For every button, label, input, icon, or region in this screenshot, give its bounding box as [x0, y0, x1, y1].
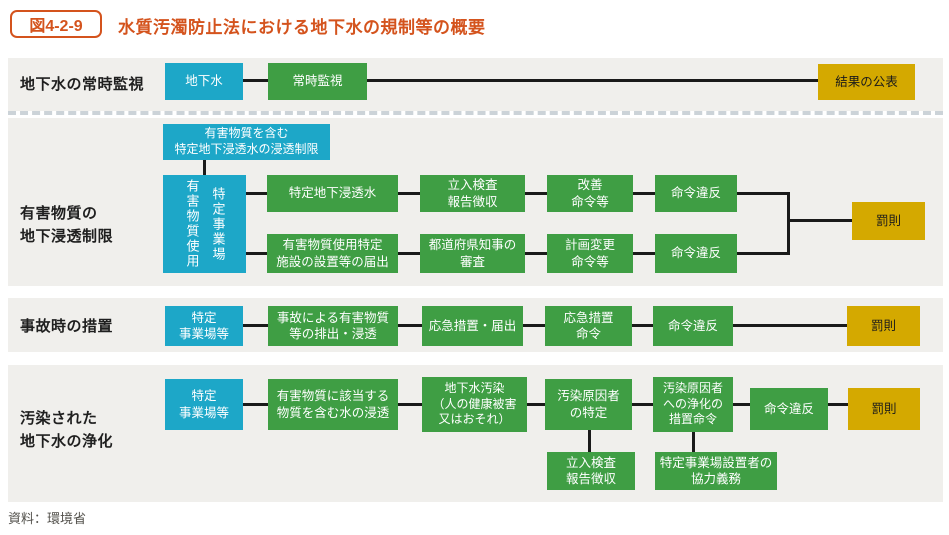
figure-title: 水質汚濁防止法における地下水の規制等の概要	[118, 18, 486, 37]
connector-line-vertical	[203, 160, 206, 175]
box-onsite-inspection-purification: 立入検査 報告徴収	[547, 452, 635, 490]
box-penalty-accident: 罰則	[847, 306, 920, 346]
box-purification-order: 汚染原因者 への浄化の 措置命令	[653, 377, 733, 432]
box-harmful-substance-facility: 有害物質使用 特定事業場	[163, 175, 246, 273]
connector-line	[737, 192, 790, 195]
connector-line	[733, 324, 847, 327]
box-accident-discharge: 事故による有害物質 等の排出・浸透	[268, 306, 398, 346]
box-governor-review: 都道府県知事の 審査	[420, 234, 525, 273]
section-band-monitoring	[8, 58, 943, 111]
box-plan-change-order: 計画変更 命令等	[547, 234, 633, 273]
connector-line	[737, 252, 790, 255]
connector-line	[398, 403, 422, 406]
connector-line	[632, 403, 653, 406]
connector-line-vertical	[588, 430, 591, 452]
figure-number-badge: 図4-2-9	[10, 10, 102, 38]
box-constant-monitoring: 常時監視	[268, 63, 367, 100]
connector-line	[733, 403, 750, 406]
box-order-violation-1: 命令違反	[655, 175, 737, 212]
box-emergency-measures-report: 応急措置・届出	[422, 306, 523, 346]
box-improvement-order: 改善 命令等	[547, 175, 633, 212]
box-groundwater: 地下水	[165, 63, 243, 100]
box-specified-facility-purification: 特定 事業場等	[165, 379, 243, 430]
connector-line	[632, 324, 653, 327]
connector-line	[246, 252, 267, 255]
connector-line	[246, 192, 267, 195]
section-label-seepage: 有害物質の 地下浸透制限	[20, 205, 114, 245]
connector-line-vertical	[692, 432, 695, 452]
box-result-publication: 結果の公表	[818, 64, 915, 100]
connector-line	[398, 192, 420, 195]
connector-line	[243, 79, 268, 82]
connector-line	[398, 252, 420, 255]
connector-line-vertical	[787, 192, 790, 255]
box-specified-seepage-water: 特定地下浸透水	[267, 175, 398, 212]
box-penalty-purification: 罰則	[848, 388, 920, 430]
box-order-violation-purification: 命令違反	[750, 388, 828, 430]
connector-line	[828, 403, 848, 406]
box-specified-facility-accident: 特定 事業場等	[165, 306, 243, 346]
connector-line	[243, 324, 268, 327]
connector-line	[243, 403, 268, 406]
connector-line	[633, 192, 655, 195]
box-operator-cooperation-duty: 特定事業場設置者の 協力義務	[655, 452, 777, 490]
connector-line	[633, 252, 655, 255]
section-label-monitoring: 地下水の常時監視	[20, 76, 145, 93]
connector-line	[367, 79, 818, 82]
box-onsite-inspection: 立入検査 報告徴収	[420, 175, 525, 212]
connector-line	[790, 219, 852, 222]
box-order-violation-2: 命令違反	[655, 234, 737, 273]
connector-line	[525, 252, 547, 255]
box-penalty-seepage: 罰則	[852, 202, 925, 240]
box-groundwater-pollution: 地下水汚染 （人の健康被害 又はおそれ）	[422, 377, 527, 432]
section-label-accident: 事故時の措置	[20, 318, 114, 335]
box-emergency-measures-order: 応急措置 命令	[545, 306, 632, 346]
box-polluter-identification: 汚染原因者 の特定	[545, 379, 632, 430]
box-order-violation-accident: 命令違反	[653, 306, 733, 346]
source-note: 資料：環境省	[8, 511, 87, 526]
connector-line	[398, 324, 422, 327]
section-label-purification: 汚染された 地下水の浄化	[20, 410, 114, 450]
box-seepage-limit-note: 有害物質を含む 特定地下浸透水の浸透制限	[163, 124, 330, 160]
box-facility-notification: 有害物質使用特定 施設の設置等の届出	[267, 234, 398, 273]
connector-line	[527, 403, 545, 406]
connector-line	[523, 324, 545, 327]
dashed-separator	[8, 111, 943, 115]
connector-line	[525, 192, 547, 195]
box-harmful-water-seepage: 有害物質に該当する 物質を含む水の浸透	[268, 379, 398, 430]
